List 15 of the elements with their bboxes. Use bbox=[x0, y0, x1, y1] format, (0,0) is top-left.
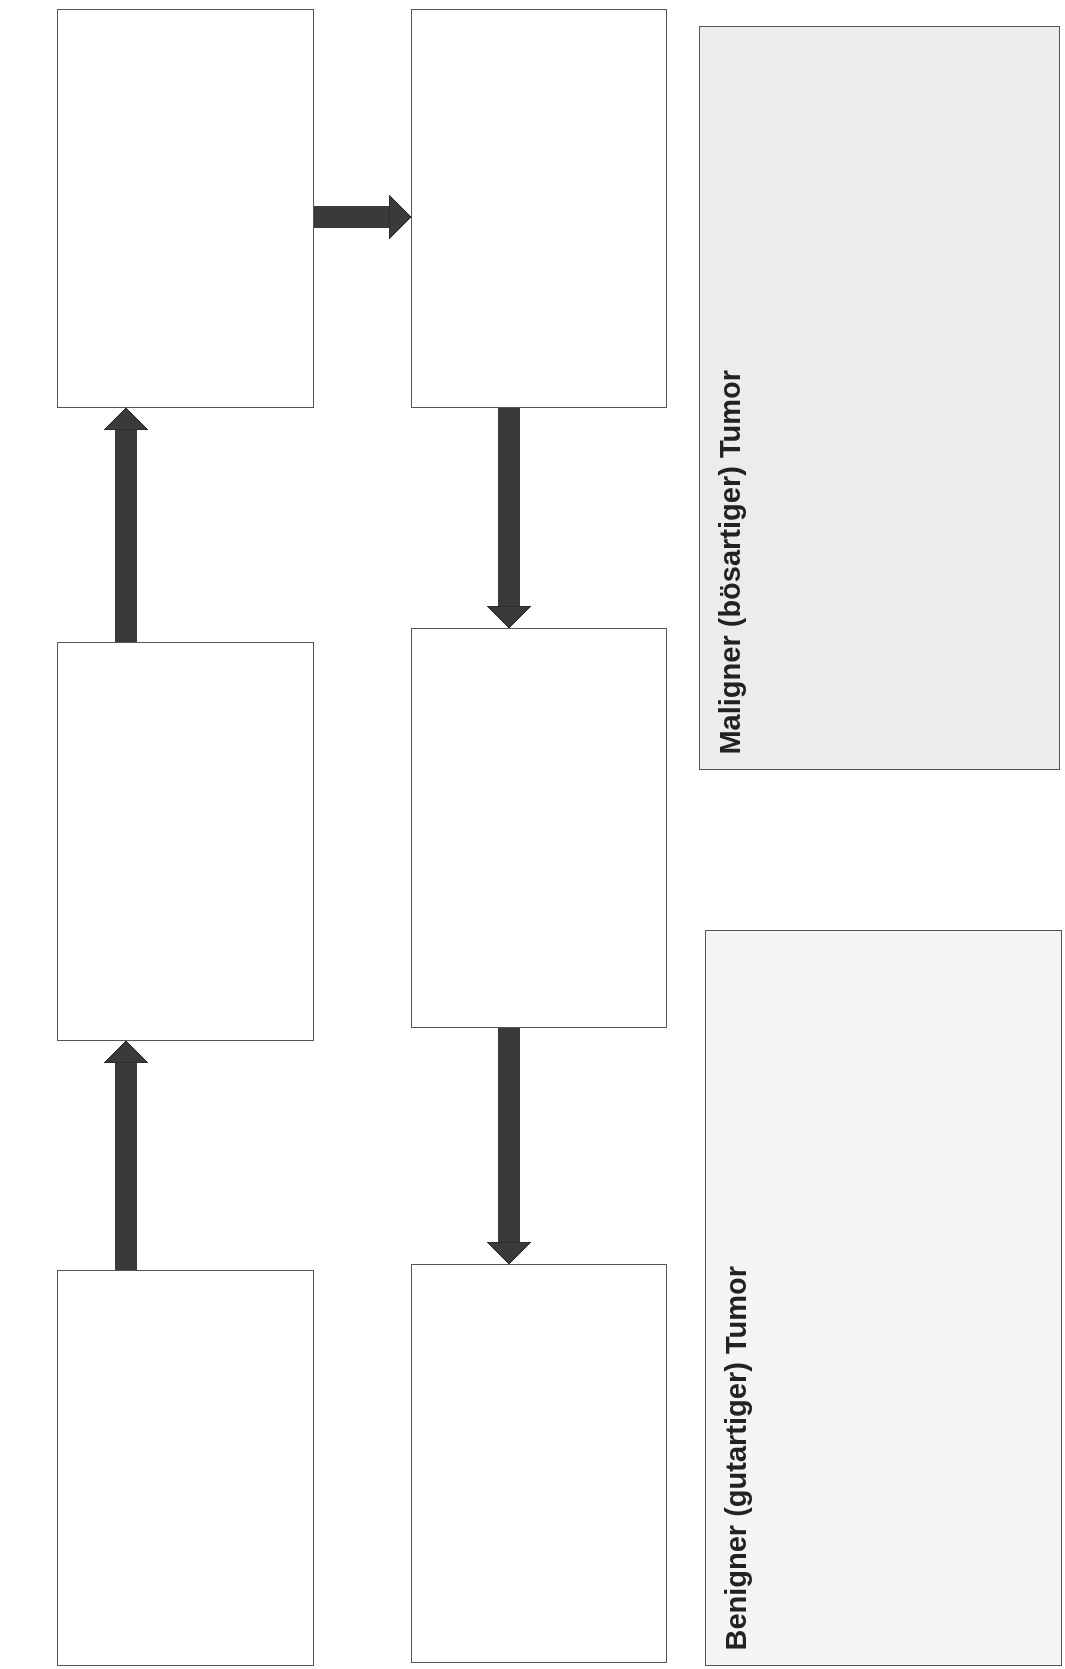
block-arrow bbox=[486, 408, 532, 629]
empty-box bbox=[411, 9, 667, 408]
empty-box bbox=[411, 1264, 667, 1663]
shaded-panel bbox=[699, 26, 1060, 770]
empty-box bbox=[411, 628, 667, 1028]
empty-box bbox=[57, 9, 314, 408]
panel-heading: Maligner (bösartiger) Tumor bbox=[714, 370, 747, 755]
block-arrow bbox=[103, 407, 149, 642]
block-arrow bbox=[486, 1028, 532, 1265]
empty-box bbox=[57, 1270, 314, 1666]
panel-heading: Benigner (gutartiger) Tumor bbox=[720, 1266, 753, 1651]
block-arrow bbox=[103, 1040, 149, 1270]
empty-box bbox=[57, 642, 314, 1041]
shaded-panel bbox=[705, 930, 1062, 1666]
block-arrow bbox=[314, 194, 412, 240]
